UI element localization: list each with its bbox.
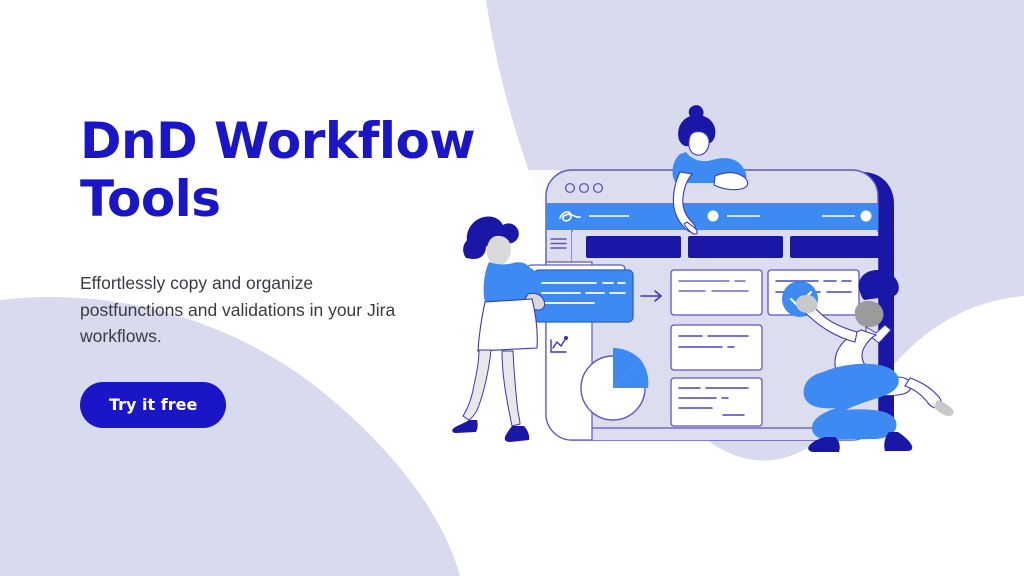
background-blob-bottom-left	[0, 297, 460, 576]
card-3[interactable]	[670, 377, 763, 427]
column-header	[688, 236, 783, 258]
page-title: DnD Workflow Tools	[80, 112, 476, 228]
character-right	[796, 270, 954, 452]
pie-chart-wedge	[613, 348, 641, 388]
hero-subcopy: Effortlessly copy and organize postfunct…	[80, 273, 396, 347]
character-top	[672, 105, 749, 235]
column-header	[586, 236, 681, 258]
pie-chart	[580, 348, 649, 421]
character-left	[452, 216, 546, 442]
window-dot	[578, 182, 590, 194]
toolbar-dot	[860, 210, 872, 222]
hero-copy: DnD Workflow Tools Effortlessly copy and…	[80, 112, 480, 428]
dragged-postfunction-card[interactable]	[533, 269, 634, 323]
squiggle-logo-icon	[559, 211, 581, 222]
try-it-free-button[interactable]: Try it free	[80, 381, 227, 428]
window-dots	[564, 182, 604, 194]
hamburger-icon[interactable]	[550, 238, 567, 249]
arrow-right-icon	[640, 290, 663, 302]
card-1[interactable]	[670, 269, 763, 316]
window-dot	[592, 182, 604, 194]
card-2[interactable]	[670, 324, 763, 371]
line-chart-icon	[550, 335, 569, 353]
column-header	[790, 236, 885, 258]
window-dot	[564, 182, 576, 194]
toolbar-dot	[707, 210, 719, 222]
pie-chart-wedge	[613, 360, 649, 388]
